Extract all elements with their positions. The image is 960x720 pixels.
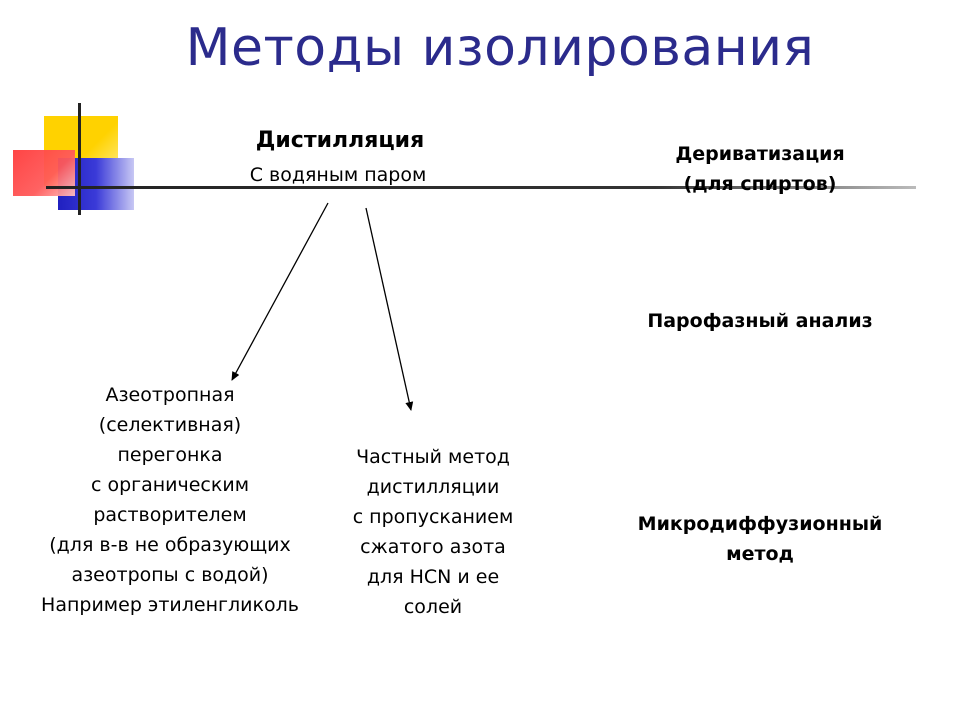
private-method-line: сжатого азота [360,536,506,558]
distillation-heading: Дистилляция [255,128,425,153]
microdiffusion-line: Микродиффузионный [637,513,883,535]
azeotropic-line: (селективная) [98,414,242,436]
vertical-divider-line [78,103,81,215]
azeotropic-line: Азеотропная [105,384,235,406]
azeotropic-distillation-text: Азеотропная (селективная) перегонка с ор… [20,380,320,620]
arrow-to-private-method [365,207,414,411]
private-method-line: с пропусканием [352,506,514,528]
private-method-line: дистилляции [366,476,500,498]
arrow-to-azeotropic [231,202,329,381]
derivatization-text: Дериватизация (для спиртов) [620,139,900,199]
azeotropic-line: с органическим [90,474,250,496]
azeotropic-line: Например этиленгликоль [41,594,299,616]
azeotropic-line: перегонка [117,444,223,466]
private-method-text: Частный метод дистилляции с пропусканием… [323,442,543,622]
distillation-subheading: С водяным паром [249,164,427,186]
horizontal-divider-line [46,186,916,189]
azeotropic-line: (для в-в не образующих [49,534,291,556]
microdiffusion-line: метод [726,543,794,565]
page-title: Методы изолирования [185,18,815,78]
azeotropic-line: азеотропы с водой) [71,564,269,586]
private-method-line: для HCN и ее [366,566,500,588]
derivatization-line: Дериватизация [675,143,845,165]
headspace-analysis-text: Парофазный анализ [647,310,873,332]
private-method-line: Частный метод [356,446,510,468]
private-method-line: солей [403,596,463,618]
microdiffusion-text: Микродиффузионный метод [600,509,920,569]
derivatization-line: (для спиртов) [683,173,837,195]
azeotropic-line: растворителем [93,504,247,526]
